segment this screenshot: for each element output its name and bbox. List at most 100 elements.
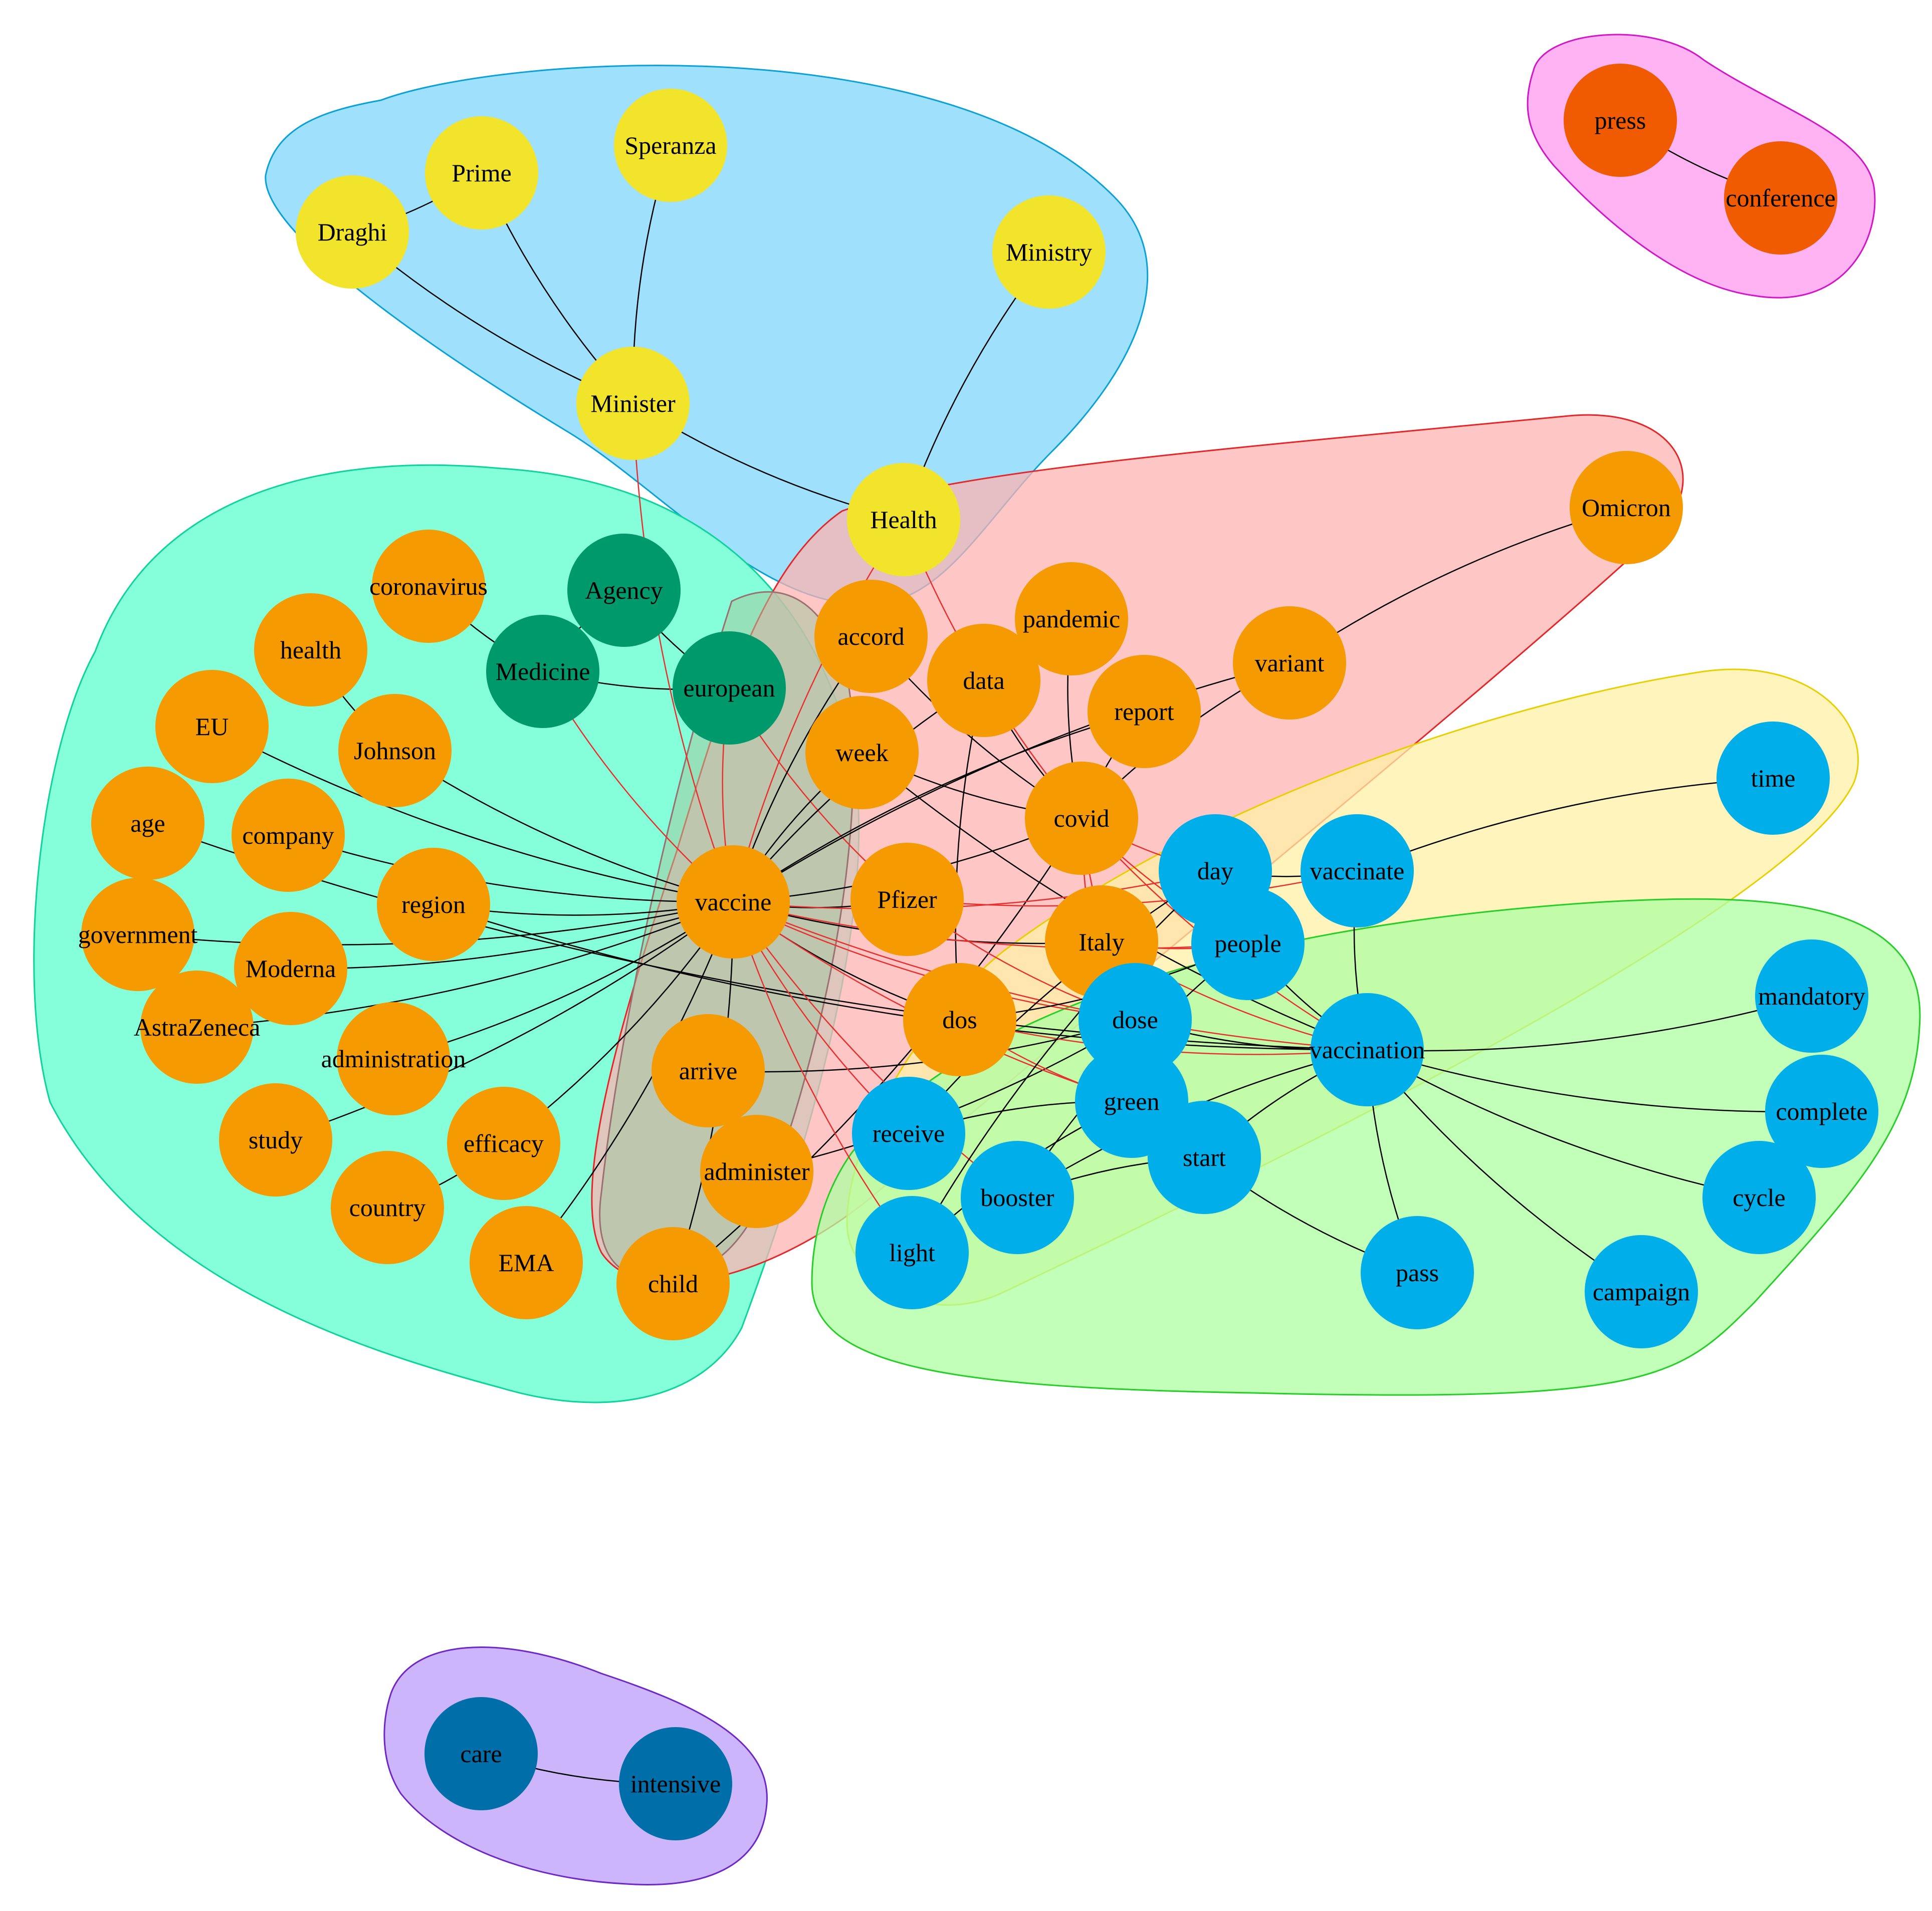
node-child: child bbox=[616, 1227, 730, 1340]
node-label: european bbox=[683, 674, 775, 702]
node-label: AstraZeneca bbox=[134, 1013, 261, 1041]
node-label: child bbox=[648, 1270, 698, 1298]
node-label: variant bbox=[1255, 649, 1325, 677]
node-mandatory: mandatory bbox=[1755, 939, 1868, 1053]
node-minister: Minister bbox=[576, 347, 690, 460]
edge-Minister-vaccine bbox=[632, 403, 734, 902]
node-label: campaign bbox=[1593, 1278, 1690, 1306]
node-label: conference bbox=[1726, 184, 1835, 212]
node-label: country bbox=[349, 1193, 426, 1222]
node-circle bbox=[1765, 1055, 1878, 1168]
node-eu: EU bbox=[155, 670, 269, 783]
node-dose: dose bbox=[1079, 963, 1192, 1076]
node-prime: Prime bbox=[425, 116, 538, 229]
node-label: Italy bbox=[1079, 928, 1125, 956]
node-cycle: cycle bbox=[1702, 1141, 1816, 1254]
node-press: press bbox=[1564, 64, 1677, 177]
node-label: dos bbox=[942, 1006, 977, 1034]
edge-day-light bbox=[911, 870, 1216, 1253]
edge-EMA-vaccine bbox=[526, 901, 734, 1263]
node-label: booster bbox=[980, 1183, 1054, 1212]
node-label: complete bbox=[1776, 1097, 1867, 1125]
node-label: arrive bbox=[679, 1057, 738, 1085]
node-label: Minister bbox=[590, 389, 676, 417]
node-label: day bbox=[1197, 857, 1233, 885]
node-start: start bbox=[1148, 1101, 1261, 1214]
node-coronavirus: coronavirus bbox=[369, 530, 488, 643]
node-circle bbox=[1015, 562, 1128, 675]
node-label: vaccine bbox=[695, 888, 772, 916]
node-health: health bbox=[254, 593, 367, 706]
node-label: receive bbox=[873, 1119, 945, 1147]
node-label: mandatory bbox=[1758, 982, 1865, 1010]
node-circle bbox=[331, 1151, 444, 1264]
node-european: european bbox=[673, 631, 786, 745]
node-booster: booster bbox=[961, 1141, 1074, 1254]
node-circle bbox=[234, 912, 347, 1025]
node-label: green bbox=[1104, 1087, 1159, 1115]
node-label: week bbox=[835, 739, 889, 767]
edge-vaccine-booster bbox=[732, 901, 1018, 1198]
node-label: cycle bbox=[1733, 1183, 1785, 1212]
node-circle bbox=[677, 845, 790, 959]
node-label: pass bbox=[1396, 1259, 1439, 1287]
node-circle bbox=[1079, 963, 1192, 1076]
node-vaccination: vaccination bbox=[1310, 993, 1425, 1106]
node-label: light bbox=[889, 1239, 935, 1267]
node-region: region bbox=[377, 848, 490, 961]
node-receive: receive bbox=[852, 1077, 965, 1190]
node-circle bbox=[616, 1227, 730, 1340]
node-circle bbox=[614, 89, 727, 202]
node-circle bbox=[1724, 141, 1837, 255]
node-circle bbox=[850, 843, 964, 956]
node-administer: administer bbox=[700, 1115, 813, 1228]
node-vaccinate: vaccinate bbox=[1301, 814, 1414, 927]
node-ministry: Ministry bbox=[992, 195, 1106, 309]
edge-Moderna-vaccine bbox=[290, 901, 734, 970]
node-label: age bbox=[130, 809, 165, 837]
node-label: press bbox=[1595, 106, 1646, 134]
node-omicron: Omicron bbox=[1570, 451, 1683, 564]
node-label: vaccinate bbox=[1310, 857, 1405, 885]
node-circle bbox=[1585, 1235, 1698, 1348]
node-label: company bbox=[242, 821, 334, 849]
node-conference: conference bbox=[1724, 141, 1837, 255]
node-campaign: campaign bbox=[1585, 1235, 1698, 1348]
node-label: administer bbox=[704, 1157, 809, 1185]
node-label: region bbox=[401, 890, 466, 918]
edge-vaccination-mandatory bbox=[1367, 995, 1812, 1052]
node-circle bbox=[1025, 762, 1138, 875]
node-label: coronavirus bbox=[369, 572, 488, 600]
node-time: time bbox=[1716, 722, 1830, 835]
node-label: EMA bbox=[498, 1249, 554, 1277]
node-circle bbox=[1570, 451, 1683, 564]
node-circle bbox=[652, 1014, 765, 1127]
node-circle bbox=[992, 195, 1106, 309]
node-label: Ministry bbox=[1006, 238, 1092, 266]
node-circle bbox=[1301, 814, 1414, 927]
node-label: intensive bbox=[630, 1770, 721, 1798]
node-draghi: Draghi bbox=[296, 175, 409, 289]
edge-vaccination-cycle bbox=[1367, 1049, 1760, 1199]
node-covid: covid bbox=[1025, 762, 1138, 875]
node-data: data bbox=[927, 624, 1040, 737]
node-label: vaccination bbox=[1310, 1036, 1425, 1064]
node-circle bbox=[847, 463, 960, 576]
node-report: report bbox=[1088, 655, 1201, 768]
node-circle bbox=[337, 1002, 450, 1115]
node-circle bbox=[673, 631, 786, 745]
node-label: dose bbox=[1112, 1006, 1158, 1034]
node-label: government bbox=[78, 920, 198, 948]
node-circle bbox=[1702, 1141, 1816, 1254]
edge-report-vaccine bbox=[733, 710, 1145, 903]
edge-day-receive bbox=[908, 870, 1216, 1134]
node-dos: dos bbox=[903, 963, 1016, 1076]
node-arrive: arrive bbox=[652, 1014, 765, 1127]
node-circle bbox=[1564, 64, 1677, 177]
node-week: week bbox=[805, 696, 919, 809]
node-circle bbox=[447, 1087, 560, 1200]
node-label: covid bbox=[1053, 804, 1109, 832]
node-circle bbox=[1191, 887, 1305, 1000]
node-circle bbox=[961, 1141, 1074, 1254]
node-circle bbox=[296, 175, 409, 289]
